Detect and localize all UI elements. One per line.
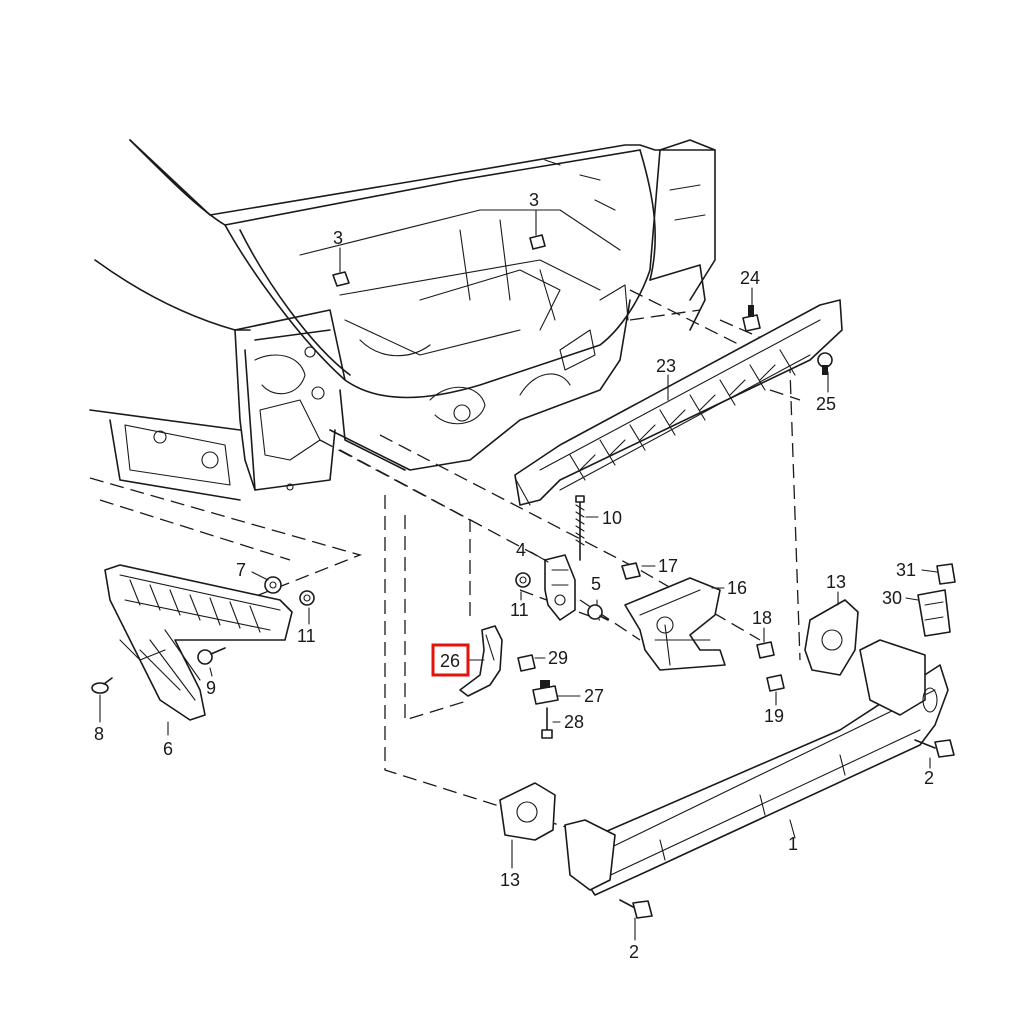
part-30-bracket [917,589,951,637]
part-26-bracket [459,625,503,697]
part-2-bolt-right [914,739,955,758]
part-16-mount [624,577,726,671]
part-2-bolt-bottom [619,899,653,919]
callout-17: 17 [658,556,678,576]
callout-11: 11 [510,600,529,620]
callout-25: 25 [816,394,836,414]
callout-30: 30 [882,588,902,608]
part-13-plate-left [499,782,556,841]
callout-11: 11 [297,626,316,646]
callout-27: 27 [584,686,604,706]
part-4-guide-bracket [544,554,576,621]
part-7-washer [264,576,282,594]
callout-8: 8 [94,724,104,744]
assembly-dashed-lines [89,289,801,831]
part-28-bolt [541,707,553,739]
part-23-upper-bracket [514,299,843,506]
callout-13: 13 [500,870,520,890]
callout-13: 13 [826,572,846,592]
callout-1: 1 [788,834,798,854]
callout-10: 10 [602,508,622,528]
callout-9: 9 [206,678,216,698]
part-10-bolt [575,495,585,561]
part-31-clip [936,563,956,585]
callout-4: 4 [516,540,526,560]
part-5-screw [587,604,609,621]
part-17-nut [621,562,641,580]
part-25-clip [817,352,833,375]
callout-23: 23 [656,356,676,376]
callout-3: 3 [529,190,539,210]
callout-19: 19 [764,706,784,726]
part-11-washer-center [515,572,531,588]
part-13-plate-right [804,599,859,676]
part-8-screw [91,677,113,694]
callout-24: 24 [740,268,760,288]
callout-3: 3 [333,228,343,248]
callout-26-highlighted: 26 [440,651,460,671]
callout-28: 28 [564,712,584,732]
callout-18: 18 [752,608,772,628]
part-18-nut [756,641,775,659]
callout-5: 5 [591,574,601,594]
part-24-clip [742,305,761,332]
callout-labels: 3 3 24 23 25 10 4 17 5 16 11 7 11 9 8 6 … [94,190,934,962]
part-19-nut [766,674,785,692]
highlight-box-26 [431,643,470,677]
part-27-clip [532,680,559,705]
callout-29: 29 [548,648,568,668]
part-11-washer-left [299,590,315,606]
callout-2: 2 [629,942,639,962]
part-1-bumper-carrier [564,639,949,896]
leader-lines [99,209,938,941]
callout-6: 6 [163,739,173,759]
callout-16: 16 [727,578,747,598]
part-3-nut-left [332,271,350,287]
car-body-outline [89,139,716,501]
part-6-side-bracket [104,564,293,721]
callout-31: 31 [896,560,916,580]
callout-2: 2 [924,768,934,788]
part-3-nut-right [529,234,546,250]
part-9-screw [197,647,226,665]
part-29-nut [517,654,536,672]
callout-7: 7 [236,560,246,580]
